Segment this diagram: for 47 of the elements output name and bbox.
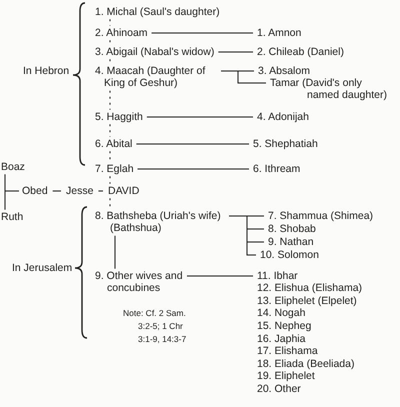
son-label: 3. Absalom: [258, 64, 310, 78]
connector-line: [228, 216, 256, 256]
connector-line: [137, 168, 250, 170]
son-label: 4. Adonijah: [257, 110, 309, 124]
connector-line: [151, 32, 254, 34]
wife-label: 3. Abigail (Nabal's widow): [95, 46, 214, 58]
son-label: 20. Other: [257, 382, 301, 396]
connector-line: [98, 190, 104, 192]
ancestor-label: Ruth: [1, 210, 24, 224]
connector-line: [114, 235, 116, 270]
daughter-label: Tamar (David's only named daughter): [270, 76, 394, 102]
son-label: 18. Eliada (Beeliada): [257, 358, 354, 370]
son-label: 13. Eliphelet (Elpelet): [257, 294, 357, 308]
son-label: 12. Elishua (Elishama): [257, 282, 362, 295]
son-label: 7. Shammua (Shimea): [268, 210, 374, 222]
king-label: DAVID: [108, 184, 140, 198]
ancestor-label: Obed: [22, 184, 48, 198]
ancestor-label: Boaz: [1, 160, 25, 174]
connector-line: [146, 116, 254, 118]
wife-label: 8. Bathsheba (Uriah's wife) (Bathshua): [95, 210, 225, 235]
son-label: 15. Nepheg: [257, 320, 312, 332]
son-label: 6. Ithream: [253, 162, 300, 176]
son-label: 5. Shephatiah: [253, 138, 318, 150]
son-label: 2. Chileab (Daniel): [257, 46, 344, 58]
wife-label: 9. Other wives and concubines: [95, 270, 183, 295]
wife-label: 1. Michal (Saul's daughter): [95, 6, 220, 18]
wife-label: 4. Maacah (Daughter of King of Geshur): [95, 64, 217, 90]
son-label: 14. Nogah: [257, 307, 306, 320]
connector-line: [52, 190, 62, 192]
note-text: Note: Cf. 2 Sam. 3:2-5; 1 Chr 3:1-9, 14:3-7: [123, 306, 188, 346]
son-label: 16. Japhia: [257, 332, 306, 346]
wife-label: 6. Abital: [95, 138, 132, 150]
wife-label: 5. Haggith: [95, 110, 143, 124]
wife-label: 2. Ahinoam: [95, 26, 148, 40]
group-label: In Hebron: [23, 64, 70, 78]
son-label: 1. Amnon: [257, 26, 302, 40]
son-label: 19. Eliphelet: [257, 370, 315, 383]
ancestor-label: Jesse: [66, 184, 94, 198]
son-label: 10. Solomon: [260, 248, 319, 262]
group-label: In Jerusalem: [12, 262, 72, 274]
son-label: 9. Nathan: [268, 236, 314, 248]
son-label: 8. Shobab: [268, 222, 316, 236]
son-label: 17. Elishama: [257, 345, 318, 358]
son-label: 11. Ibhar: [257, 270, 298, 282]
connector-line: [4, 190, 20, 210]
wife-label: 7. Eglah: [95, 162, 134, 176]
connector-line: [220, 70, 266, 84]
